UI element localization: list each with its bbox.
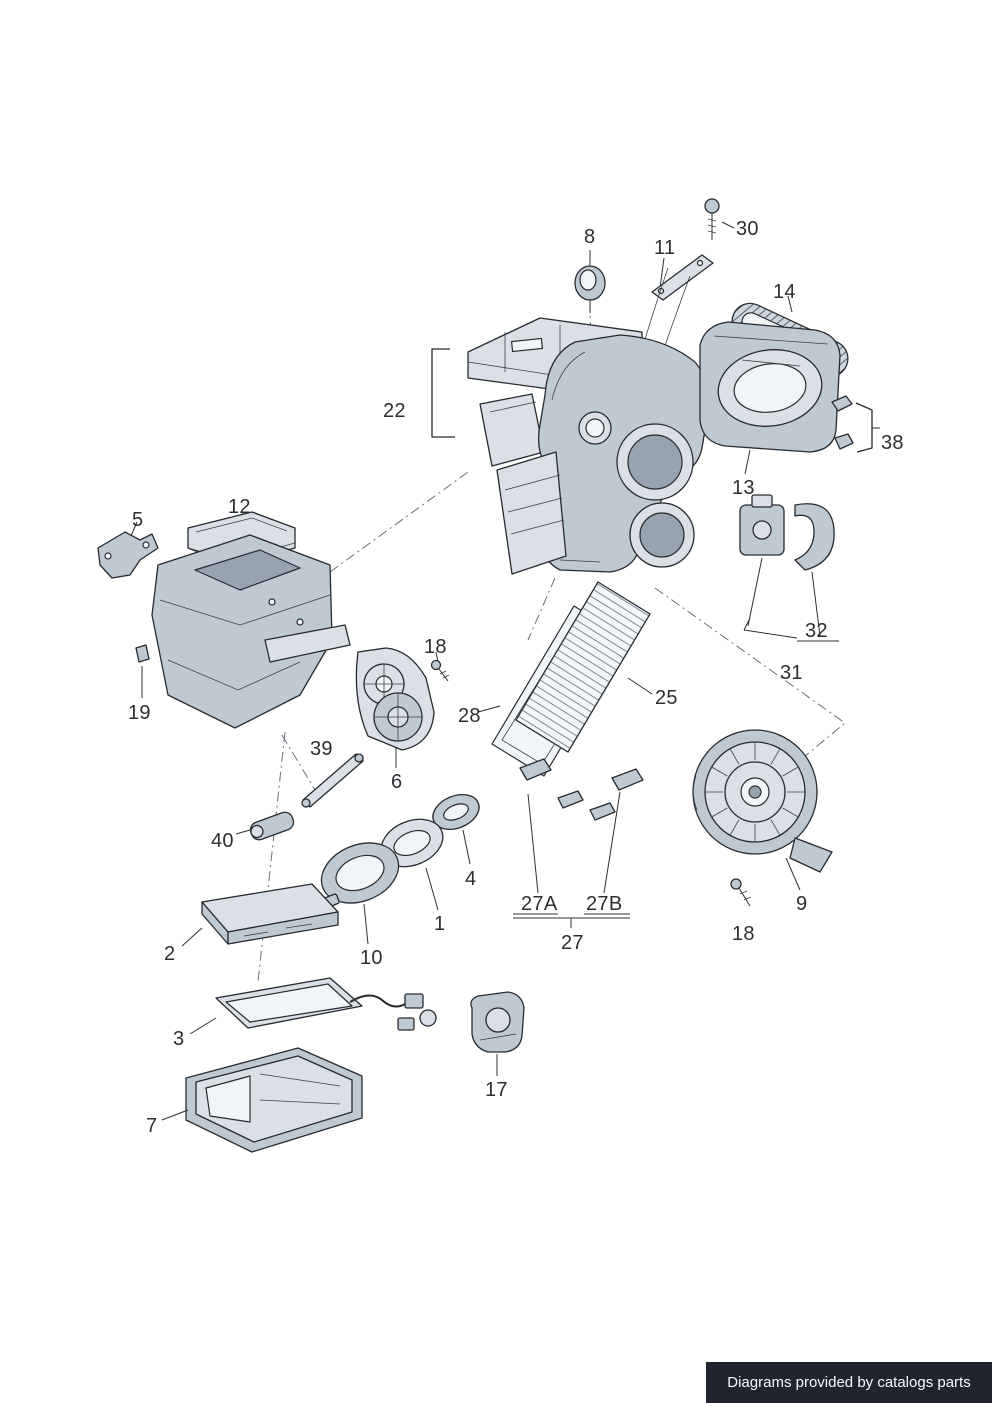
part-label-1: 1	[434, 913, 446, 935]
part-17	[470, 991, 525, 1076]
part-label-19: 19	[128, 702, 151, 724]
servo-group-32	[739, 494, 839, 642]
part-label-5: 5	[132, 509, 144, 531]
part-label-9: 9	[796, 893, 808, 915]
part-label-14: 14	[773, 281, 796, 303]
part-label-25: 25	[655, 687, 678, 709]
rod-39	[301, 753, 364, 808]
part-label-27B: 27B	[586, 893, 623, 915]
clip-19	[135, 644, 150, 698]
blower-motor-9	[692, 729, 833, 891]
part-label-13: 13	[732, 477, 755, 499]
plate-3	[189, 977, 363, 1035]
part-label-18-upper: 18	[424, 636, 447, 658]
part-label-3: 3	[173, 1028, 185, 1050]
part-label-12: 12	[228, 496, 251, 518]
screw-30	[704, 198, 735, 240]
heater-box-12	[151, 511, 351, 729]
clips-27	[513, 758, 644, 928]
part-label-8: 8	[584, 226, 596, 248]
part-label-39: 39	[310, 738, 333, 760]
footer-credit-text: Diagrams provided by catalogs parts	[727, 1374, 971, 1391]
cabin-filter-25	[515, 581, 653, 753]
wiring-harness	[349, 993, 437, 1031]
footer-credit-bar: Diagrams provided by catalogs parts	[706, 1362, 992, 1403]
part-label-18-lower: 18	[732, 923, 755, 945]
part-label-30: 30	[736, 218, 759, 240]
control-module-2	[181, 883, 339, 947]
screw-18-lower	[730, 878, 752, 907]
part-label-40: 40	[211, 830, 234, 852]
lower-housing-7	[161, 1047, 363, 1153]
part-label-4: 4	[465, 868, 477, 890]
actuator-40	[235, 811, 295, 841]
part-label-7: 7	[146, 1115, 158, 1137]
part-label-27A: 27A	[521, 893, 558, 915]
part-label-31: 31	[780, 662, 803, 684]
intake-housing-13	[699, 321, 841, 475]
seal-1	[380, 818, 444, 911]
seal-10	[320, 842, 400, 945]
cap-8	[574, 250, 606, 313]
servo-6	[355, 647, 435, 768]
part-label-6: 6	[391, 771, 403, 793]
screw-18-upper	[430, 651, 450, 682]
main-housing	[496, 334, 710, 575]
part-label-2: 2	[164, 943, 176, 965]
clips-38	[831, 395, 880, 453]
part-label-27: 27	[561, 932, 584, 954]
bracket-5	[97, 521, 159, 579]
part-label-22: 22	[383, 400, 406, 422]
part-label-28: 28	[458, 705, 481, 727]
part-label-11: 11	[654, 237, 676, 259]
part-label-32: 32	[805, 620, 828, 642]
seal-4	[432, 794, 480, 865]
part-label-10: 10	[360, 947, 383, 969]
part-label-17: 17	[485, 1079, 508, 1101]
part-label-38: 38	[881, 432, 904, 454]
